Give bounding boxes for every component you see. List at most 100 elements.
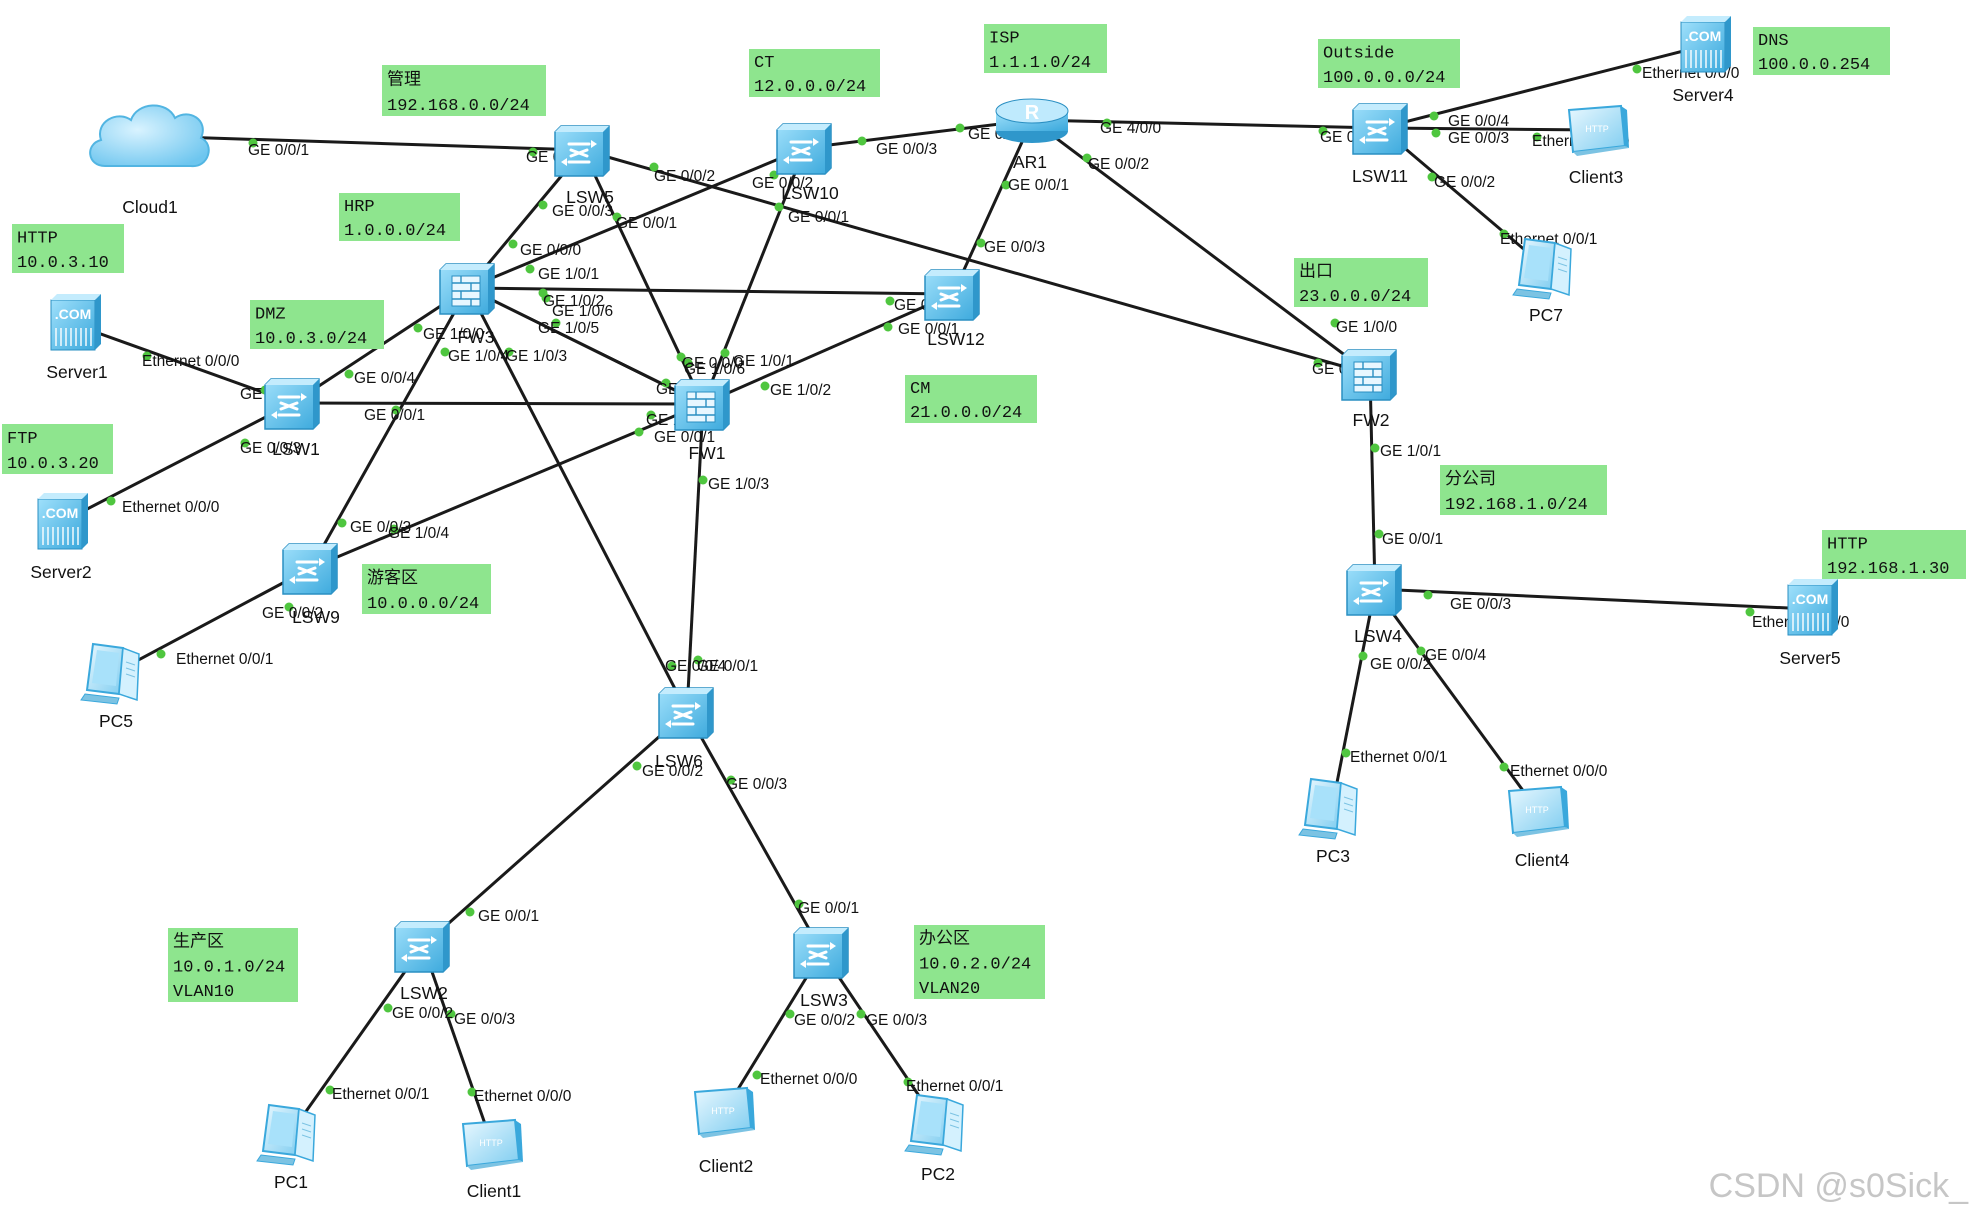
link-fw2-lsw4 [1368, 373, 1377, 590]
switch-icon [393, 920, 451, 974]
link-ar1-lsw11 [1031, 118, 1382, 130]
link-lsw2-client1 [421, 945, 494, 1145]
port-dot [646, 410, 656, 420]
device-client3[interactable]: Client3 [1568, 105, 1630, 187]
network-label-text: ISP [989, 30, 1020, 49]
device-lsw6[interactable]: LSW6 [655, 686, 715, 771]
device-lsw11[interactable]: LSW11 [1351, 102, 1409, 186]
port-label: GE 0/0/3 [350, 519, 411, 536]
device-pc7[interactable]: PC7 [1512, 238, 1572, 325]
port-label: GE 0/0/2 [262, 605, 323, 622]
port-label: GE 0/0/1 [788, 209, 849, 226]
device-lsw12[interactable]: LSW12 [923, 268, 985, 349]
device-cloud1[interactable]: Cloud1 [89, 104, 210, 217]
link-lsw12-fw1 [702, 292, 954, 406]
server-icon [50, 293, 102, 351]
device-fw3[interactable]: FW3 [439, 263, 495, 347]
port-label: GE 0/0/4 [354, 370, 416, 387]
port-dot [344, 369, 354, 379]
port-dot [551, 318, 561, 328]
device-server1[interactable]: Server1 [46, 293, 108, 382]
port-label: GE 0/0/0 [520, 242, 582, 259]
device-ar1[interactable]: AR1 [995, 98, 1069, 172]
switch-icon [1351, 102, 1409, 156]
port-label: GE 1/0/5 [538, 320, 599, 337]
network-label-box [1318, 39, 1460, 88]
network-label-text: HRP [344, 198, 375, 217]
device-client4[interactable]: Client4 [1508, 786, 1570, 870]
link-fw3-lsw12 [467, 286, 954, 296]
device-label: Cloud1 [122, 197, 177, 217]
network-label-text: DMZ [255, 306, 286, 325]
device-client2[interactable]: Client2 [694, 1087, 756, 1176]
network-label-text: 12.0.0.0/24 [754, 78, 866, 97]
network-label-box [168, 928, 298, 1002]
port-label: GE 1/0/1 [1380, 443, 1441, 460]
link-ar1-fw2 [1031, 118, 1371, 376]
device-lsw10[interactable]: LSW10 [775, 122, 839, 203]
port-label: GE 0/0/2 [1088, 156, 1149, 173]
link-lsw10-ar1 [804, 118, 1033, 150]
cloud-icon [89, 104, 210, 168]
device-label: Server4 [1672, 85, 1734, 105]
network-label-box [749, 49, 880, 97]
network-label-text: Outside [1323, 45, 1394, 64]
switch-icon [1345, 563, 1403, 617]
device-fw1[interactable]: FW1 [674, 379, 730, 463]
port-label: GE 1/0/2 [543, 293, 604, 310]
port-dot [446, 1009, 456, 1019]
port-dot [883, 322, 893, 332]
device-label: Server2 [30, 562, 91, 582]
network-label-text: 游客区 [367, 568, 418, 589]
port-dot [1431, 128, 1441, 138]
network-label-text: 生产区 [173, 932, 224, 953]
port-dot [1102, 118, 1112, 128]
link-lsw2-pc1 [288, 945, 425, 1135]
port-dot [1416, 646, 1426, 656]
network-label-text: 192.168.1.30 [1827, 560, 1949, 579]
port-dot [976, 238, 986, 248]
port-label: GE 0/0/1 [248, 142, 309, 159]
device-lsw2[interactable]: LSW2 [393, 920, 451, 1003]
device-pc5[interactable]: PC5 [80, 643, 140, 731]
link-ar1-lsw12 [951, 119, 1034, 295]
device-label: PC7 [1529, 305, 1563, 325]
device-server5[interactable]: Server5 [1779, 578, 1841, 668]
port-dot [649, 162, 659, 172]
device-server2[interactable]: Server2 [30, 492, 92, 582]
port-dot [1429, 111, 1439, 121]
server-icon [1680, 15, 1732, 73]
device-label: PC3 [1316, 846, 1350, 866]
network-label-text: 10.0.3.20 [7, 455, 99, 474]
device-pc3[interactable]: PC3 [1298, 778, 1358, 866]
firewall-icon [1341, 349, 1397, 401]
port-dot [156, 649, 166, 659]
device-lsw3[interactable]: LSW3 [792, 926, 850, 1010]
link-lsw1-fw1 [292, 401, 704, 406]
device-server4[interactable]: Server4 [1672, 15, 1734, 105]
device-label: LSW6 [655, 751, 703, 771]
device-lsw1[interactable]: LSW1 [263, 377, 321, 459]
device-pc1[interactable]: PC1 [256, 1104, 316, 1192]
device-lsw4[interactable]: LSW4 [1345, 563, 1403, 646]
device-pc2[interactable]: PC2 [904, 1094, 964, 1184]
port-label: GE 0/0/2 [752, 175, 813, 192]
network-label-box [362, 564, 491, 614]
network-label-text: CT [754, 54, 774, 73]
port-label: GE 1/0/1 [538, 266, 599, 283]
device-client1[interactable]: Client1 [462, 1119, 524, 1201]
link-lsw10-fw3 [467, 146, 806, 290]
device-fw2[interactable]: FW2 [1341, 349, 1397, 430]
device-lsw9[interactable]: LSW9 [281, 542, 340, 627]
port-dot [1499, 762, 1509, 772]
port-dot [676, 352, 686, 362]
link-lsw6-lsw2 [422, 710, 688, 948]
device-lsw5[interactable]: LSW5 [553, 124, 614, 207]
port-label: GE 0/0/2 [1434, 174, 1495, 191]
